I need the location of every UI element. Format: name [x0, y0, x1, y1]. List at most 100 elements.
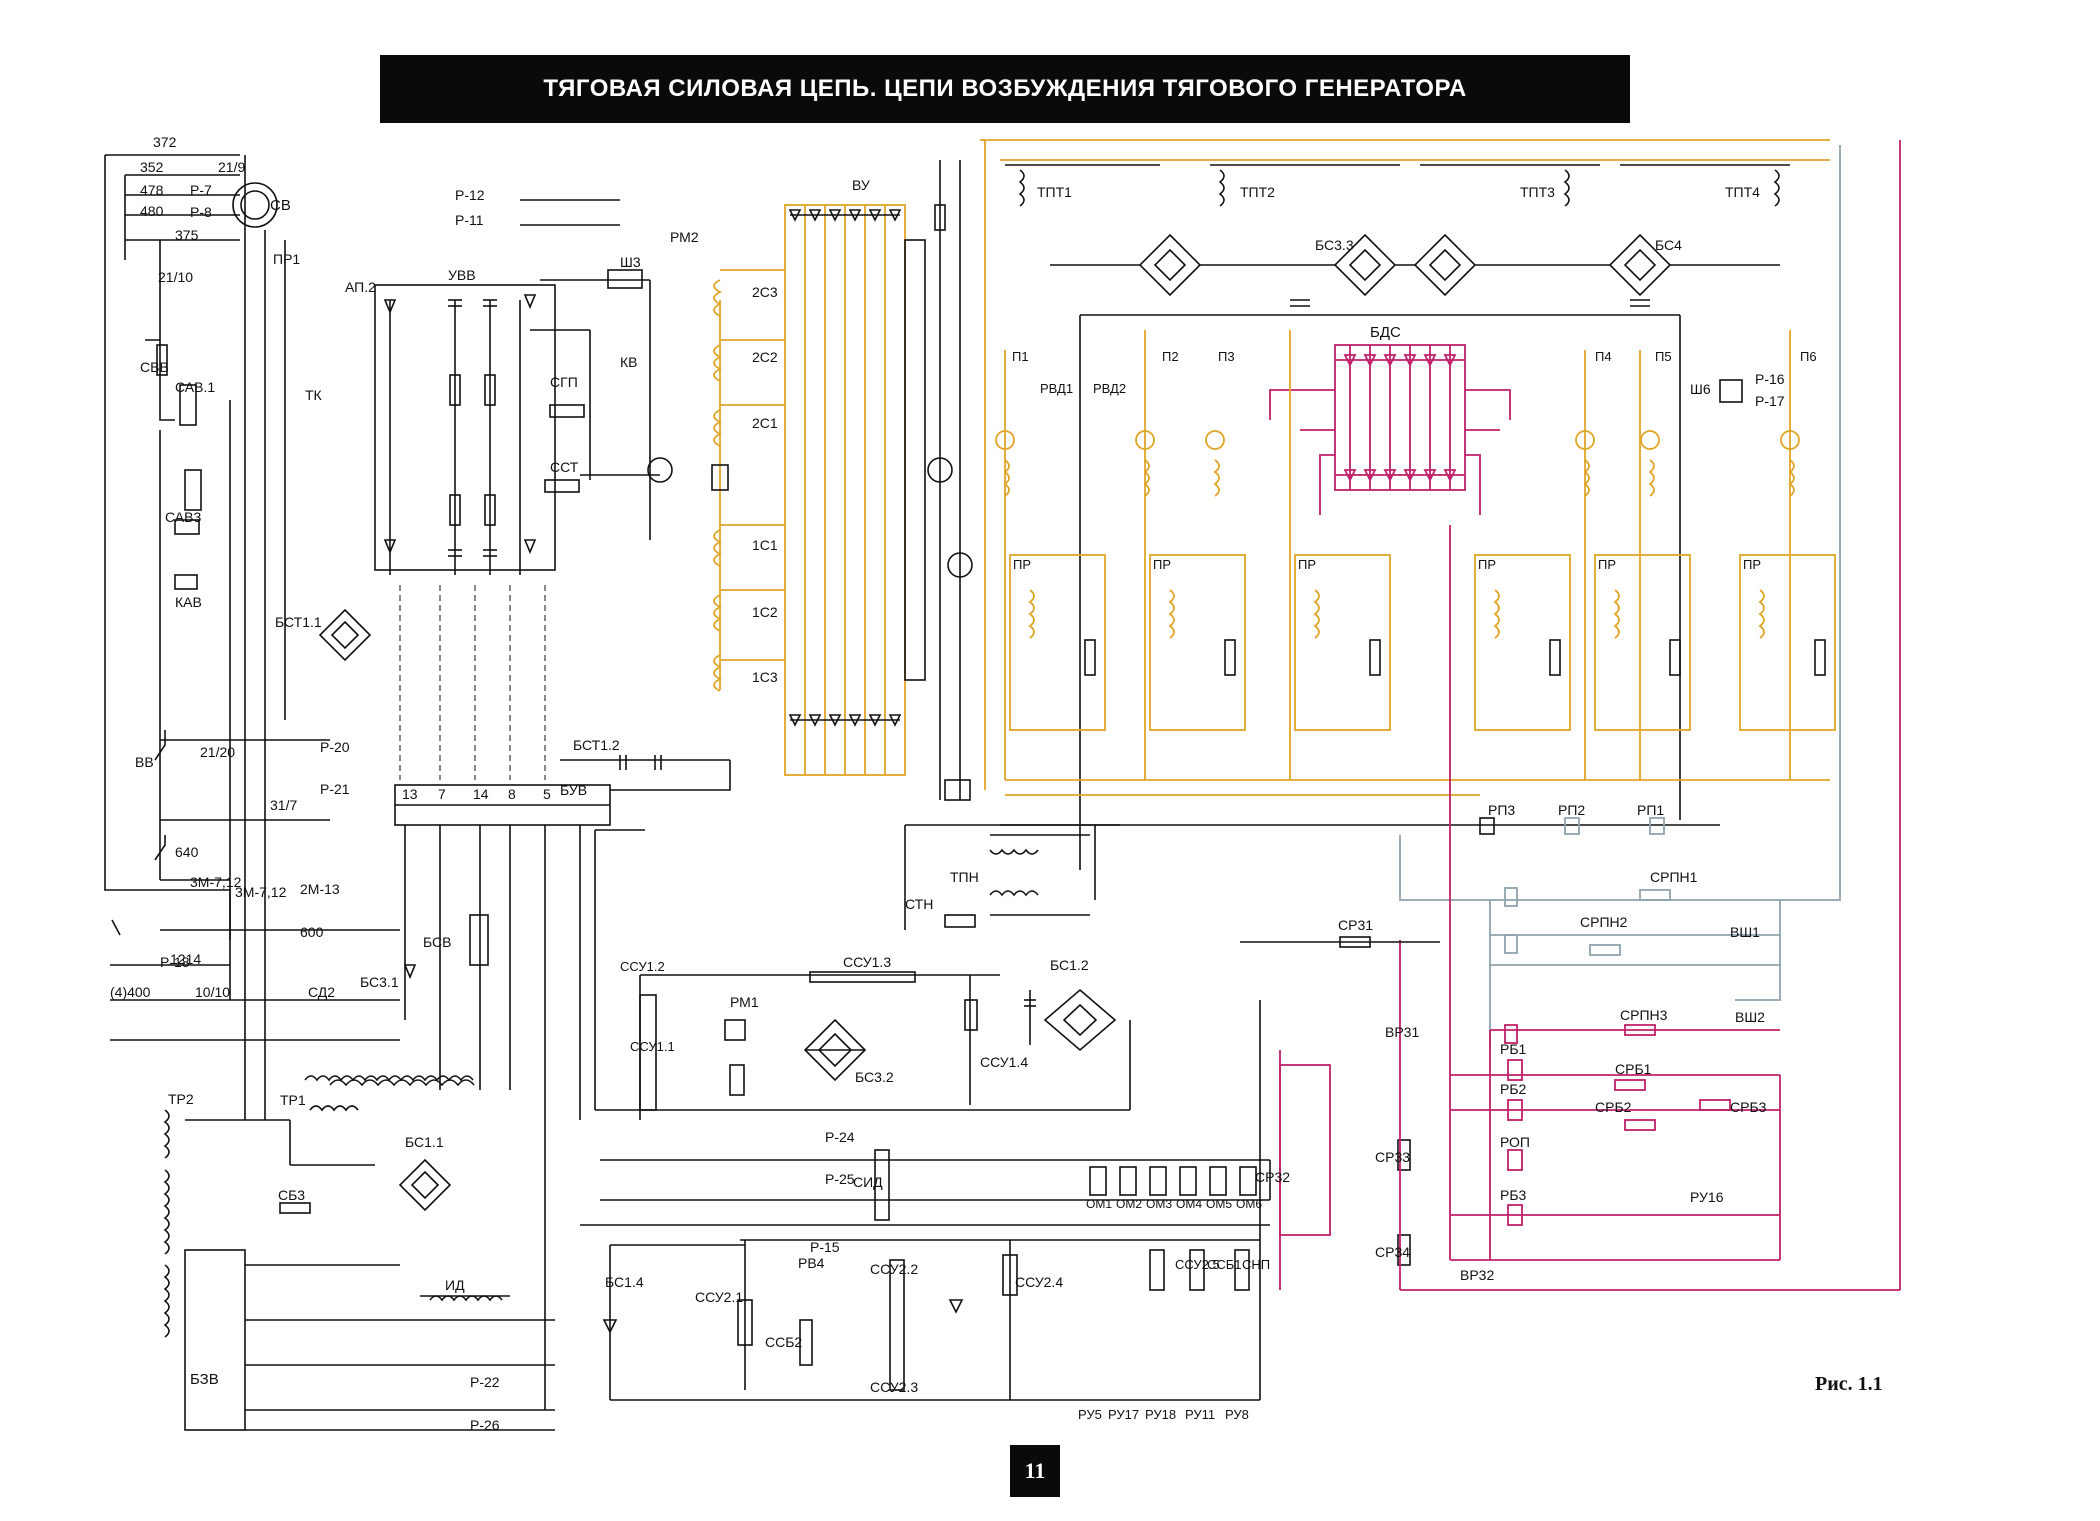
left-control-section — [104, 154, 400, 1120]
sv-generator-symbol — [232, 182, 278, 228]
external-link: Р-20 — [320, 739, 350, 755]
pr-block-4 — [1474, 554, 1571, 731]
bsv-label: БСВ — [423, 934, 452, 950]
sh3-connector — [607, 269, 643, 289]
ssb2-label: ССБ2 — [765, 1334, 803, 1350]
motor-1-symbol — [995, 430, 1015, 450]
sav3-relay — [174, 519, 200, 535]
ssu21-resistor — [737, 1299, 753, 1346]
rb1-coil — [1507, 1059, 1523, 1081]
wire-label: 480 — [140, 203, 164, 219]
buv-bus-label: 8 — [508, 786, 516, 802]
vsh2-label: ВШ2 — [1735, 1009, 1765, 1025]
external-link: Р-22 — [470, 1374, 500, 1390]
ssu12-label: ССУ1.2 — [620, 959, 665, 974]
bzv-block — [184, 1249, 246, 1431]
ssu21-label: ССУ2.1 — [695, 1289, 744, 1305]
om5-contact — [1209, 1166, 1227, 1196]
sst-resistor — [544, 479, 580, 493]
motor-lead-label: П4 — [1595, 349, 1612, 364]
uvv-section — [318, 199, 731, 1410]
pr-block-3 — [1294, 554, 1391, 731]
external-link: 3М-7,12 — [190, 874, 242, 890]
motor-lead-label: П3 — [1218, 349, 1235, 364]
resistor-103 — [934, 204, 946, 231]
motor-4-symbol — [1575, 430, 1595, 450]
rp2-coil — [1564, 817, 1580, 835]
tr2-bridge-1 — [1138, 233, 1202, 297]
sr34-resistor — [1397, 1234, 1411, 1266]
tk-label: ТК — [305, 387, 322, 403]
rp3-label: РП3 — [1488, 802, 1516, 818]
ssu23-resistor — [889, 1259, 905, 1391]
tr2-bridge-3 — [1413, 233, 1477, 297]
sh1-shunt — [944, 779, 971, 801]
ssb1-label: ССБ1 — [1207, 1257, 1242, 1272]
bs31-diode — [403, 964, 417, 980]
figure-label: Рис. 1.1 — [1815, 1373, 1883, 1395]
sid-label: СИД — [853, 1174, 883, 1190]
ssu23-label: ССУ2.3 — [870, 1379, 919, 1395]
kv-label: КВ — [620, 354, 638, 370]
wire-label: 640 — [175, 844, 199, 860]
bzv-label: БЗВ — [190, 1371, 219, 1388]
ru-label: РУ8 — [1225, 1407, 1249, 1422]
wire-label: 600 — [300, 924, 324, 940]
winding-label: 1С1 — [752, 537, 778, 553]
uvv-block — [374, 284, 556, 571]
rp2-contact — [1504, 934, 1518, 954]
bst12-label: БСТ1.2 — [573, 737, 620, 753]
om-label: ОМ2 — [1116, 1197, 1143, 1211]
external-link: Р-26 — [470, 1417, 500, 1433]
vu-rectifier-section — [711, 139, 1830, 801]
srpn2-resistor — [1589, 944, 1621, 956]
om3-contact — [1149, 1166, 1167, 1196]
external-link: Р-24 — [825, 1129, 855, 1145]
motor-lead-label: П6 — [1800, 349, 1817, 364]
rvd1-label: РВД1 — [1040, 381, 1074, 396]
ssb2-resistor — [799, 1319, 813, 1366]
terminal-ref: 31/7 — [270, 797, 298, 813]
sid-resistor — [874, 1149, 890, 1221]
pr-label: ПР — [1013, 557, 1032, 572]
d2-diode — [383, 539, 397, 555]
rb3-label: РБ3 — [1500, 1187, 1527, 1203]
motor-6-symbol — [1780, 430, 1800, 450]
ru-label: РУ17 — [1108, 1407, 1140, 1422]
rm2-relay — [711, 464, 729, 491]
buv-label: БУВ — [560, 782, 588, 798]
sr33-label: СР33 — [1375, 1149, 1411, 1165]
ssb1-resistor — [1189, 1249, 1205, 1291]
ssu11-label: ССУ1.1 — [630, 1039, 675, 1054]
terminal-ref: 21/10 — [158, 269, 194, 285]
bs4-bridge — [1608, 233, 1672, 297]
srb3-resistor — [1699, 1099, 1731, 1111]
winding-label: 1С2 — [752, 604, 778, 620]
om-label: ОМ6 — [1236, 1197, 1263, 1211]
srb1-label: СРБ1 — [1615, 1061, 1652, 1077]
stn-resistor — [944, 914, 976, 928]
motor-2-symbol — [1135, 430, 1155, 450]
pr-label: ПР — [1298, 557, 1317, 572]
bs32-label: БС3.2 — [855, 1069, 894, 1085]
ap2-label: АП.2 — [345, 279, 376, 295]
external-link: (4)400 — [110, 984, 151, 1000]
srpn1-label: СРПН1 — [1650, 869, 1698, 885]
wire-label: 1214 — [170, 951, 202, 967]
bds-label: БДС — [1370, 324, 1401, 341]
om2-contact — [1119, 1166, 1137, 1196]
d1-diode — [383, 299, 397, 315]
winding-label: 2С2 — [752, 349, 778, 365]
ssu14-label: ССУ1.4 — [980, 1054, 1029, 1070]
pr1-label: ПР1 — [273, 251, 301, 267]
srpn2-label: СРПН2 — [1580, 914, 1628, 930]
ru16-label: РУ16 — [1690, 1189, 1724, 1205]
ssu22-label: ССУ2.2 — [870, 1261, 919, 1277]
pr-block-1 — [1009, 554, 1106, 731]
bs11-label: БС1.1 — [405, 1134, 444, 1150]
bs12-diode-lower — [948, 1299, 964, 1314]
sh6-connector — [1719, 379, 1743, 403]
bs14-label: БС1.4 — [605, 1274, 644, 1290]
bs31-label: БС3.1 — [360, 974, 399, 990]
external-link: Р-25 — [825, 1171, 855, 1187]
